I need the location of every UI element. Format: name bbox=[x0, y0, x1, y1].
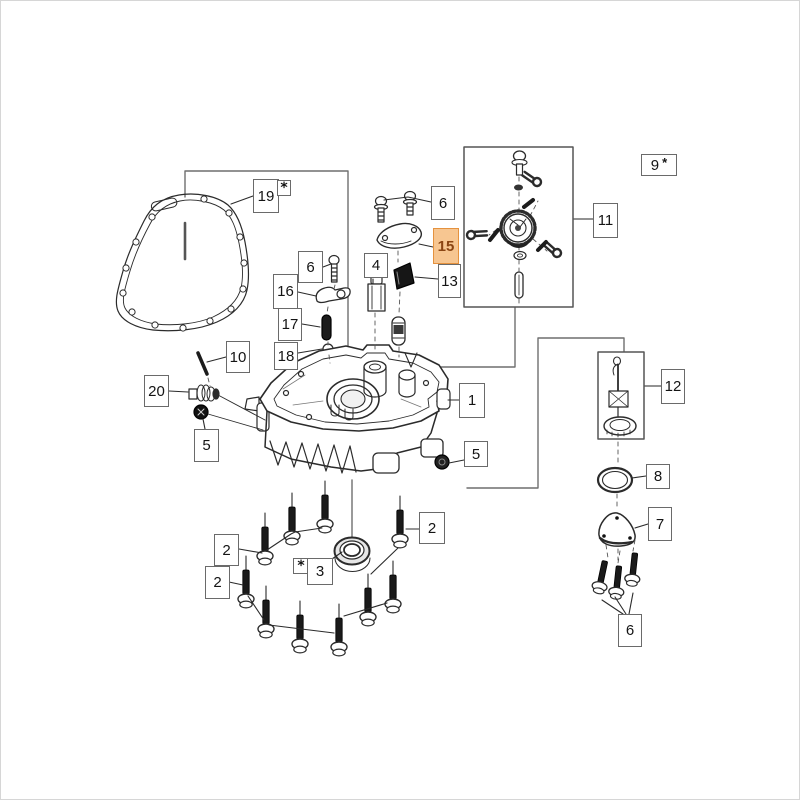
oil-sensor-group-drawing bbox=[597, 351, 645, 440]
callout-5-right[interactable]: 5 bbox=[464, 441, 488, 467]
cover-screws-drawing bbox=[373, 190, 418, 223]
callout-19-star[interactable]: * bbox=[277, 180, 291, 196]
callout-9-number: 9 bbox=[650, 156, 660, 174]
callout-6-bottom[interactable]: 6 bbox=[618, 614, 642, 647]
o-ring-drawing bbox=[596, 466, 634, 494]
callout-20[interactable]: 20 bbox=[144, 375, 169, 407]
leader-lines bbox=[168, 195, 649, 634]
breather-20-drawing bbox=[188, 384, 220, 402]
pointer-lines bbox=[207, 394, 266, 431]
callout-9[interactable]: 9* bbox=[641, 154, 677, 176]
governor-arm-drawing bbox=[315, 286, 351, 304]
callout-11[interactable]: 11 bbox=[593, 203, 618, 238]
callout-2-right[interactable]: 2 bbox=[419, 512, 445, 544]
cover-7-drawing bbox=[598, 512, 636, 547]
callout-19[interactable]: 19 bbox=[253, 179, 279, 213]
screws-6-bottom-drawing bbox=[590, 539, 644, 601]
alignment-lines bbox=[207, 250, 619, 561]
pin-10-drawing bbox=[196, 351, 209, 376]
callout-10[interactable]: 10 bbox=[226, 341, 250, 373]
air-guide-wedge-drawing bbox=[393, 262, 415, 290]
callout-15-highlighted[interactable]: 15 bbox=[433, 228, 459, 264]
filter-spool-drawing bbox=[391, 316, 406, 346]
governor-assembly-drawing bbox=[463, 146, 574, 308]
callout-5-left[interactable]: 5 bbox=[194, 429, 219, 462]
connector-lines bbox=[184, 170, 662, 538]
callout-18[interactable]: 18 bbox=[274, 342, 298, 370]
pin-17-drawing bbox=[321, 314, 332, 341]
callout-7[interactable]: 7 bbox=[648, 507, 672, 541]
crankcase-drawing bbox=[244, 344, 451, 474]
plug-ball-5-left-drawing bbox=[193, 404, 209, 420]
oil-seal-drawing bbox=[333, 536, 371, 572]
part4-drawing bbox=[367, 274, 386, 312]
callout-16[interactable]: 16 bbox=[273, 274, 298, 309]
callout-2-left-bottom[interactable]: 2 bbox=[205, 566, 230, 599]
callout-2-left-top[interactable]: 2 bbox=[214, 534, 239, 566]
callout-3[interactable]: 3 bbox=[307, 558, 333, 585]
callout-4[interactable]: 4 bbox=[364, 253, 388, 278]
callout-3-star[interactable]: * bbox=[293, 558, 309, 574]
callout-8[interactable]: 8 bbox=[646, 464, 670, 489]
gasket-drawing bbox=[115, 193, 250, 332]
callout-1[interactable]: 1 bbox=[459, 383, 485, 418]
callout-6-left[interactable]: 6 bbox=[298, 251, 323, 283]
plug-5-right-drawing bbox=[434, 454, 450, 470]
screw-6-left-drawing bbox=[328, 254, 340, 283]
callout-13[interactable]: 13 bbox=[438, 264, 461, 298]
callout-9-star: * bbox=[662, 154, 668, 170]
cover-plate-drawing bbox=[376, 222, 423, 249]
callout-12[interactable]: 12 bbox=[661, 369, 685, 404]
callout-6-top[interactable]: 6 bbox=[431, 186, 455, 220]
callout-17[interactable]: 17 bbox=[278, 308, 302, 341]
